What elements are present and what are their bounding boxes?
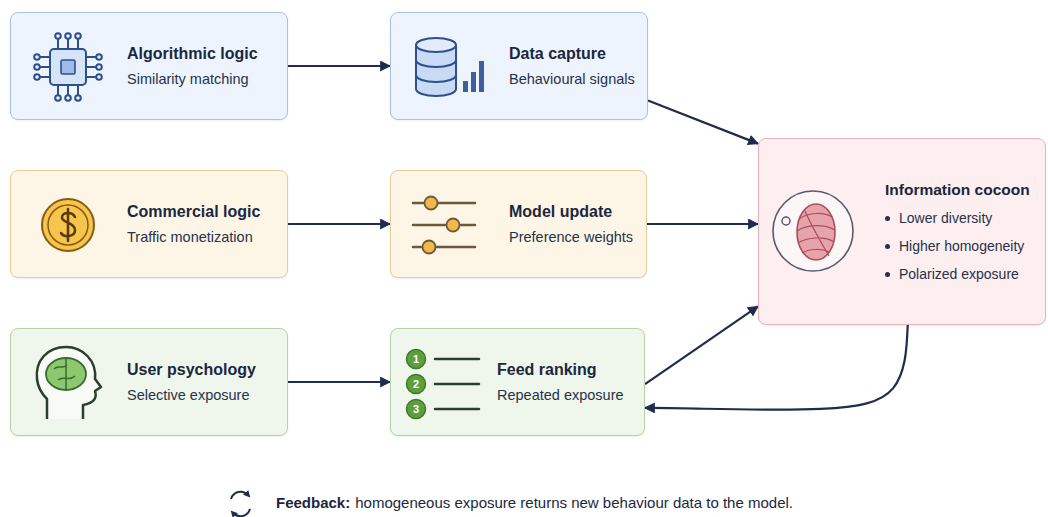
text-group: Feed rankingRepeated exposure — [497, 359, 624, 405]
shape-path — [797, 211, 835, 256]
shape-circle — [65, 95, 71, 101]
shape-circle — [782, 217, 790, 225]
shape-path — [54, 359, 75, 389]
shape-ellipse — [416, 38, 456, 52]
caption-lead: Feedback: — [276, 494, 350, 512]
shape-circle — [48, 205, 88, 245]
box-subtitle: Traffic monetization — [127, 227, 260, 247]
process-box: Data captureBehavioural signals — [390, 12, 648, 120]
box-subtitle: Preference weights — [509, 227, 633, 247]
bullet-item: Lower diversity — [885, 208, 1030, 228]
box-heading: Commercial logic — [127, 201, 260, 222]
shape-rect — [463, 81, 468, 92]
shape-circle — [96, 74, 102, 80]
shape-path — [435, 359, 479, 409]
caption-text: homogeneous exposure returns new behavio… — [355, 494, 793, 512]
shape-circle — [447, 219, 460, 232]
shape-circle — [407, 350, 426, 369]
shape-circle — [96, 54, 102, 60]
shape-circle — [773, 191, 853, 271]
shape-circle — [407, 400, 426, 419]
box-subtitle: Behavioural signals — [509, 69, 635, 89]
box-subtitle: Selective exposure — [127, 385, 256, 405]
ranking-icon — [391, 329, 501, 437]
shape-circle — [34, 64, 40, 70]
box-heading: Algorithmic logic — [127, 43, 258, 64]
box-subtitle: Repeated exposure — [497, 385, 624, 405]
process-box: Feed rankingRepeated exposure 1 2 3 — [390, 328, 645, 436]
shape-circle — [55, 95, 61, 101]
feedback-icon — [231, 492, 250, 517]
bullet-item: Polarized exposure — [885, 264, 1030, 284]
slider-icon — [391, 171, 501, 279]
flow-arrow — [645, 306, 758, 384]
shape-rect — [61, 60, 75, 74]
text-group: Data captureBehavioural signals — [509, 43, 635, 89]
box-heading: Feed ranking — [497, 359, 624, 380]
shape-path — [233, 509, 250, 516]
database-icon — [391, 13, 501, 121]
shape-circle — [34, 74, 40, 80]
shape-circle — [423, 241, 436, 254]
shape-path — [61, 209, 75, 241]
cocoon-icon — [759, 139, 879, 326]
text-group: Information cocoonLower diversityHigher … — [885, 179, 1030, 284]
bullet-item: Higher homogeneity — [885, 236, 1030, 256]
shape-circle — [34, 54, 40, 60]
shape-circle — [42, 199, 94, 251]
process-box: Algorithmic logicSimilarity matching — [10, 12, 288, 120]
text-group: Algorithmic logicSimilarity matching — [127, 43, 258, 89]
caption-line: Feedback: homogeneous exposure returns ne… — [276, 494, 793, 512]
box-heading: Information cocoon — [885, 179, 1030, 200]
shape-path — [231, 492, 248, 499]
outcome-box: Information cocoonLower diversityHigher … — [758, 138, 1046, 325]
flow-arrow — [647, 223, 758, 225]
text-group: User psychologySelective exposure — [127, 359, 256, 405]
shape-rect — [471, 72, 476, 92]
coin-icon — [11, 171, 121, 279]
process-box: User psychologySelective exposure — [10, 328, 288, 436]
shape-ellipse — [46, 358, 86, 390]
shape-circle — [425, 197, 438, 210]
box-subtitle: Similarity matching — [127, 69, 258, 89]
shape-ellipse — [797, 204, 835, 260]
flow-arrow — [648, 101, 758, 144]
flow-arrow — [288, 65, 390, 67]
text-group: Commercial logicTraffic monetization — [127, 201, 260, 247]
process-box: Model updatePreference weights — [390, 170, 647, 278]
text-group: Model updatePreference weights — [509, 201, 633, 247]
chip-icon — [11, 13, 121, 121]
box-heading: Data capture — [509, 43, 635, 64]
shape-circle — [55, 33, 61, 39]
shape-rect — [50, 49, 86, 85]
flow-arrow — [288, 223, 390, 225]
callout-number: 1 — [407, 350, 425, 368]
shape-circle — [65, 33, 71, 39]
shape-circle — [75, 95, 81, 101]
shape-circle — [407, 375, 426, 394]
box-heading: Model update — [509, 201, 633, 222]
head-icon — [11, 329, 121, 437]
shape-circle — [96, 64, 102, 70]
callout-number: 2 — [407, 375, 425, 393]
shape-path — [413, 203, 475, 247]
flow-arrow — [288, 381, 390, 383]
box-heading: User psychology — [127, 359, 256, 380]
shape-path — [40, 39, 96, 95]
shape-path — [37, 347, 101, 419]
process-box: Commercial logicTraffic monetization — [10, 170, 288, 278]
shape-circle — [75, 33, 81, 39]
shape-rect — [479, 61, 484, 92]
shape-path — [416, 60, 456, 82]
shape-g — [34, 33, 102, 101]
flow-arrow — [645, 325, 908, 410]
callout-number: 3 — [407, 400, 425, 418]
